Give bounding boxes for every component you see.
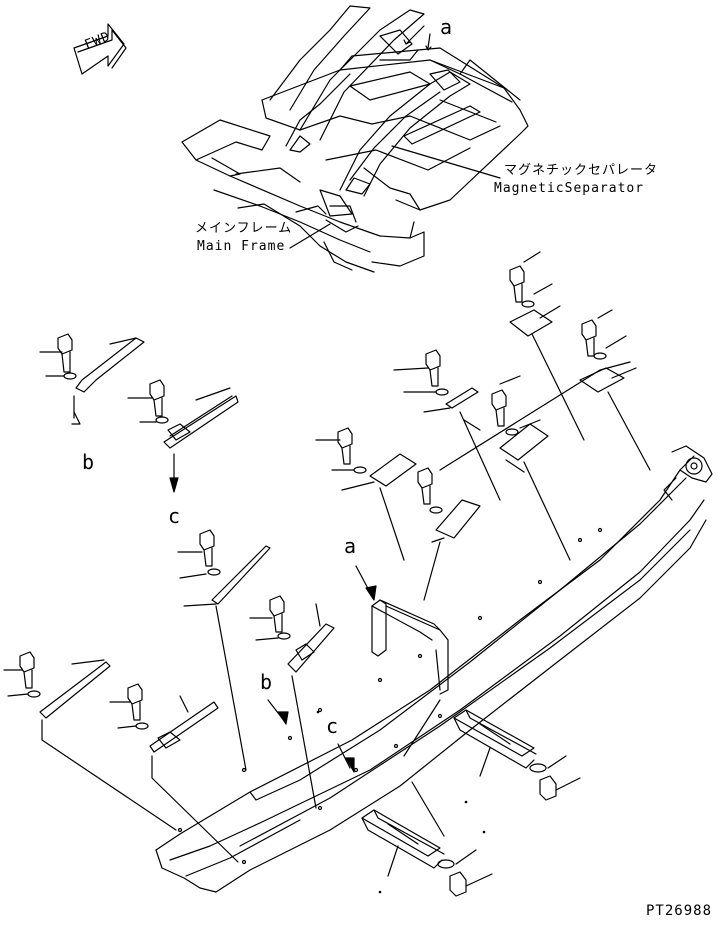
part-group-4 <box>249 595 335 809</box>
main-frame-label-en: Main Frame <box>197 239 286 254</box>
part-group-10 <box>491 375 571 561</box>
part-group-12 <box>579 309 651 471</box>
separator-leader-line <box>391 145 501 179</box>
lower-bracket-2 <box>361 781 493 897</box>
drawing-code: PT26988 <box>646 903 713 919</box>
detail-dots <box>316 710 486 894</box>
part-group-9 <box>417 467 481 601</box>
part-group-3 <box>177 529 271 771</box>
magnetic-separator-label-en: MagneticSeparator <box>494 181 645 196</box>
callout-b: b <box>260 670 273 694</box>
part-group-11 <box>509 251 585 441</box>
callout-c: c <box>326 714 339 738</box>
magnetic-separator-label-jp: マグネチックセパレータ <box>504 163 659 178</box>
main-rail <box>155 361 713 893</box>
lower-bracket-1 <box>403 699 581 801</box>
overview-assembly <box>181 5 529 273</box>
part-group-8 <box>393 349 501 501</box>
fwd-arrow-icon <box>73 23 127 75</box>
main-frame-label-jp: メインフレーム <box>195 221 293 236</box>
part-group-6 <box>109 683 239 863</box>
callout-arrows <box>267 565 377 773</box>
main-frame-leader-line <box>289 223 331 249</box>
part-group-1 <box>39 333 145 425</box>
part-group-7 <box>315 427 417 561</box>
callout-b-left: b <box>82 450 95 474</box>
callout-c-left: c <box>168 504 181 528</box>
callout-a-top: a <box>440 15 453 39</box>
part-group-2 <box>127 379 239 493</box>
part-group-5 <box>3 651 177 831</box>
upright-bracket <box>371 599 449 695</box>
callout-a: a <box>344 534 357 558</box>
